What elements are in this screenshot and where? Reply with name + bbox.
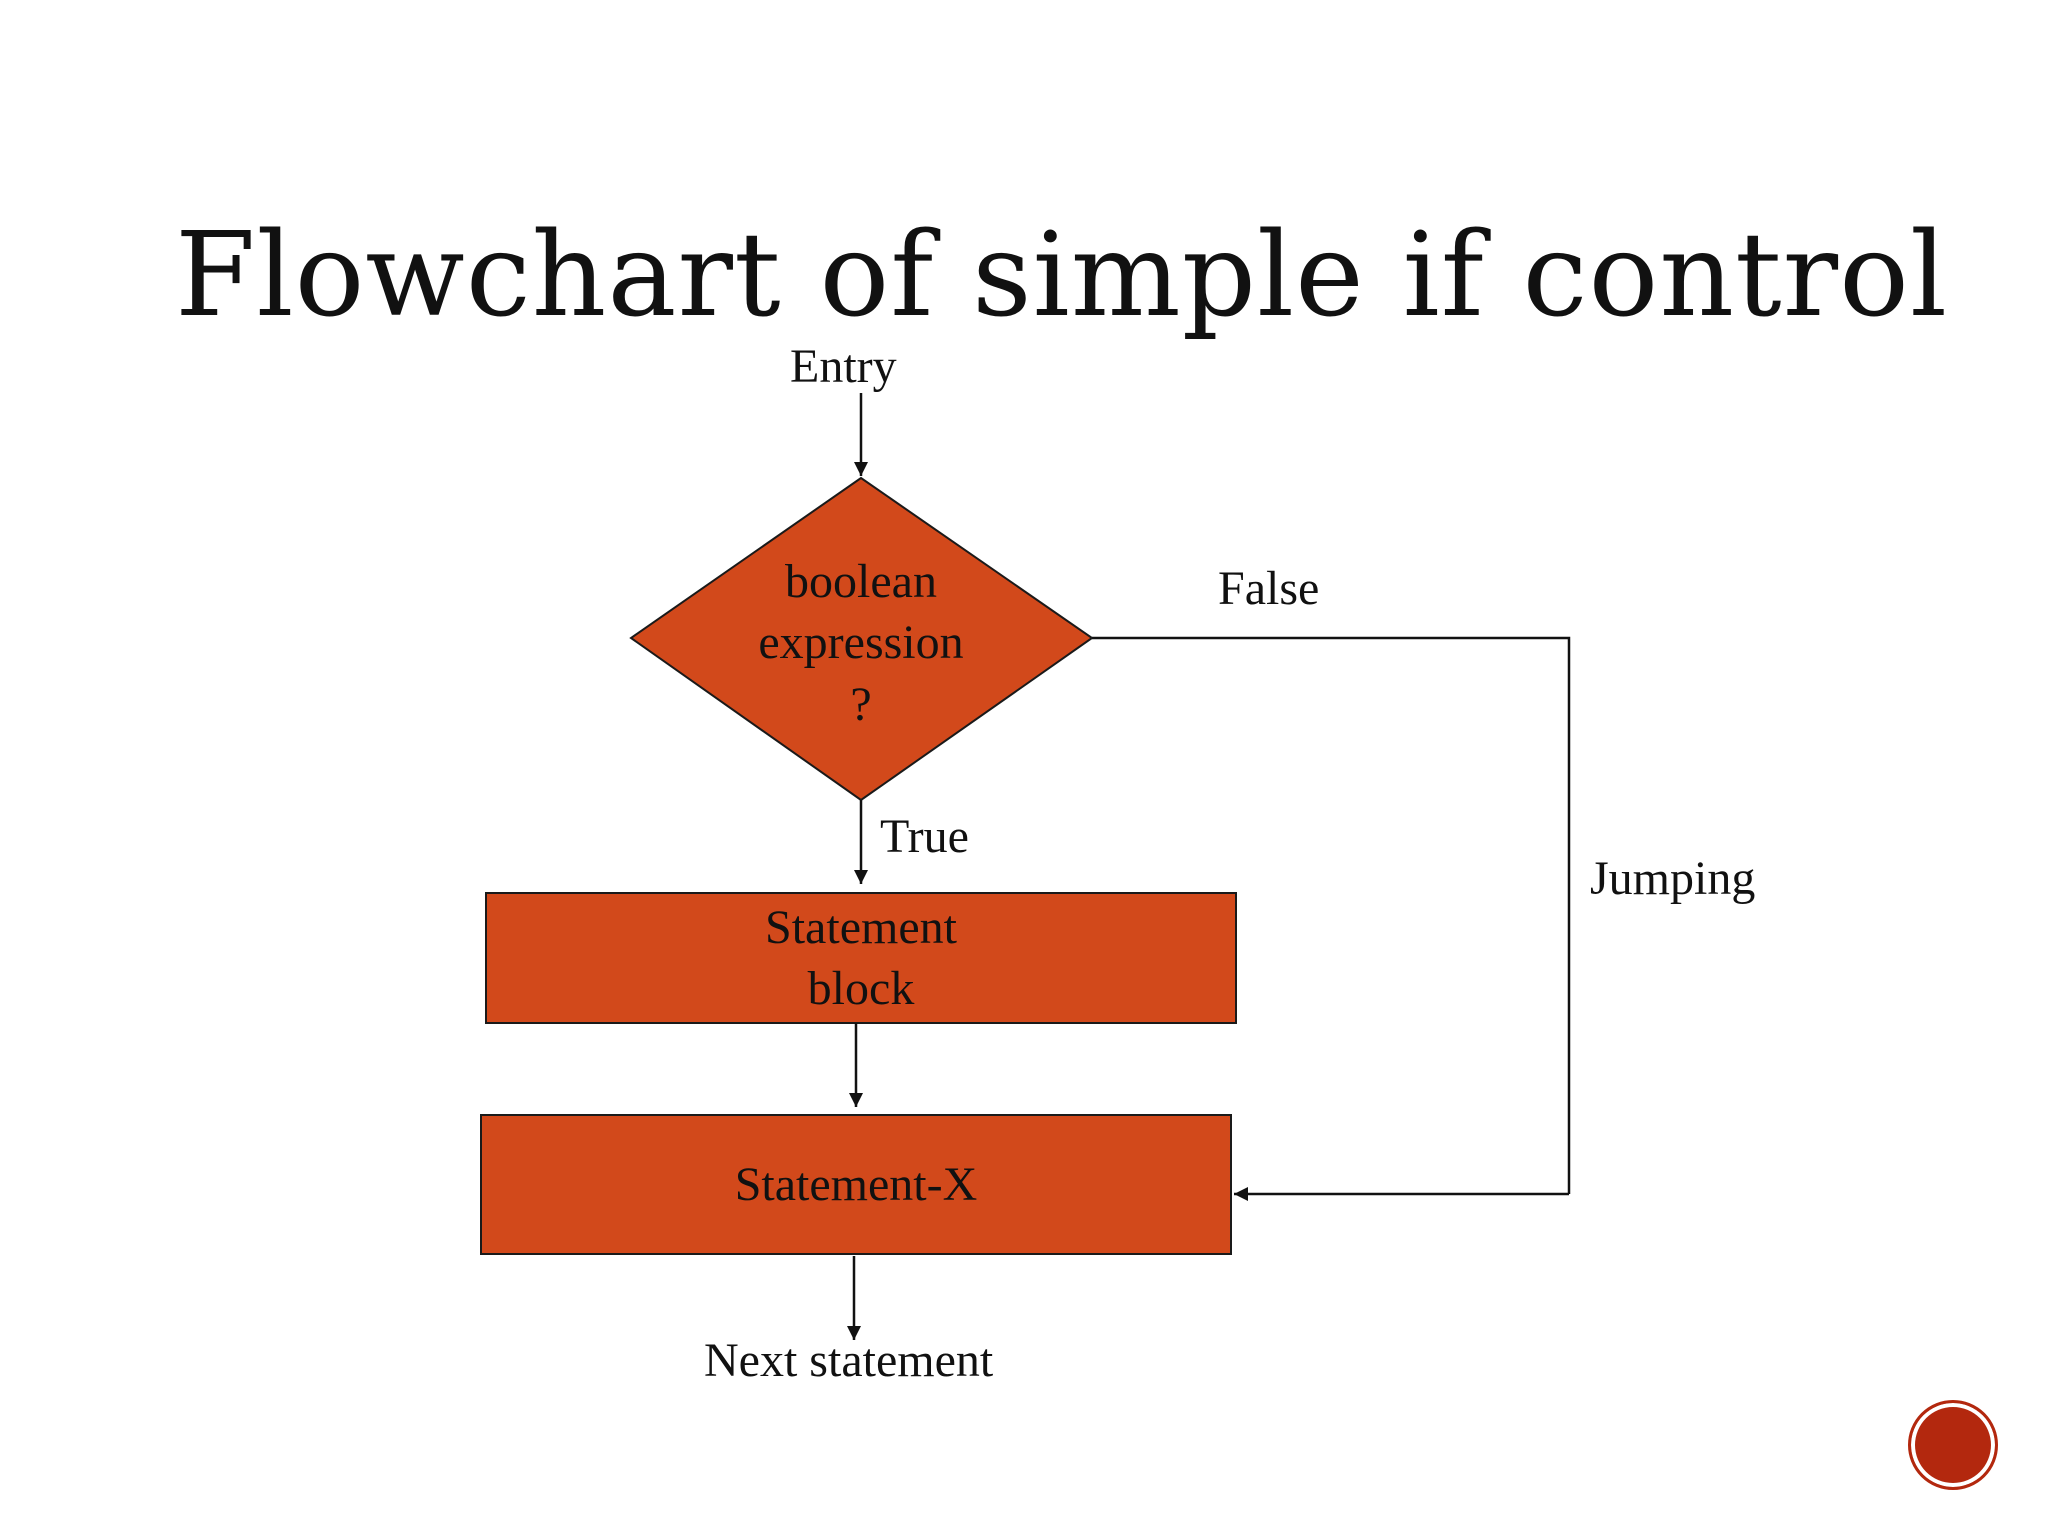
- statement-block-box: [485, 892, 1237, 1024]
- statement-x-box: [480, 1114, 1232, 1255]
- decision-line-1: boolean: [785, 554, 937, 608]
- decision-text: boolean expression ?: [700, 548, 1022, 738]
- circle-nav-icon[interactable]: [1908, 1400, 1998, 1490]
- slide-title: Flowchart of simple if control: [175, 208, 1949, 343]
- statement-block-line-2: block: [807, 962, 915, 1015]
- true-label: True: [880, 810, 969, 863]
- statement-block-text: Statement block: [486, 893, 1236, 1023]
- decision-line-2: expression: [758, 616, 964, 670]
- statement-block-line-1: Statement: [765, 900, 957, 954]
- jumping-label: Jumping: [1590, 852, 1756, 905]
- false-path-line: [1092, 636, 1571, 1194]
- statement-x-text: Statement-X: [481, 1115, 1231, 1254]
- entry-label: Entry: [790, 340, 897, 393]
- next-statement-label: Next statement: [704, 1334, 994, 1387]
- statement-x-label: Statement-X: [734, 1157, 978, 1211]
- decision-line-3: ?: [850, 677, 872, 731]
- false-label: False: [1218, 562, 1320, 615]
